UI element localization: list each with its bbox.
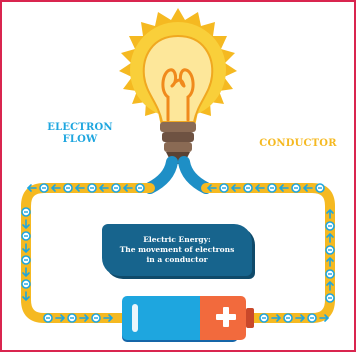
- electron-icon: [91, 313, 101, 323]
- battery-icon: [122, 296, 254, 342]
- plus-icon: [216, 307, 236, 327]
- arrow-icon: [271, 314, 282, 322]
- arrow-icon: [98, 184, 109, 192]
- electron-icon: [21, 255, 31, 265]
- electron-icon: [21, 231, 31, 241]
- arrow-icon: [326, 280, 334, 291]
- bulb-filament: [161, 68, 195, 122]
- info-box: Electric Energy: The movement of electro…: [102, 224, 252, 276]
- electron-icon: [63, 183, 73, 193]
- arrow-icon: [326, 208, 334, 219]
- bulb-wire-right: [178, 156, 212, 194]
- electron-icon: [219, 183, 229, 193]
- electron-icon: [243, 183, 253, 193]
- arrow-icon: [326, 232, 334, 243]
- arrow-icon: [206, 184, 217, 192]
- bulb-wire-left: [144, 156, 178, 194]
- bulb-base-mid: [162, 132, 194, 142]
- info-box-line3: in a conductor: [146, 255, 208, 264]
- electron-icon: [43, 313, 53, 323]
- arrow-icon: [79, 314, 90, 322]
- arrow-icon: [326, 256, 334, 267]
- info-box-line2: The movement of electrons: [119, 245, 235, 254]
- battery-terminal: [246, 308, 254, 328]
- arrow-icon: [22, 267, 30, 278]
- arrow-icon: [278, 184, 289, 192]
- light-bulb-icon: [119, 8, 237, 164]
- arrow-icon: [22, 291, 30, 302]
- arrow-icon: [50, 184, 61, 192]
- battery-body-negative: [122, 296, 208, 340]
- electron-icon: [325, 293, 335, 303]
- electron-flow-label-line1: ELECTRON: [47, 122, 113, 133]
- arrow-icon: [122, 184, 133, 192]
- info-box-line1: Electric Energy:: [143, 235, 211, 244]
- arrow-icon: [295, 314, 306, 322]
- electron-icon: [307, 313, 317, 323]
- electron-icon: [325, 269, 335, 279]
- electron-icon: [291, 183, 301, 193]
- electron-icon: [135, 183, 145, 193]
- conductor-label: CONDUCTOR: [259, 138, 337, 149]
- electron-icon: [283, 313, 293, 323]
- electron-icon: [111, 183, 121, 193]
- arrow-icon: [22, 243, 30, 254]
- bulb-base-top: [160, 122, 196, 132]
- arrow-icon: [74, 184, 85, 192]
- arrow-icon: [319, 314, 330, 322]
- electron-icon: [259, 313, 269, 323]
- arrow-icon: [230, 184, 241, 192]
- arrow-icon: [22, 219, 30, 230]
- electron-flow-label: ELECTRON FLOW: [30, 122, 130, 146]
- electron-icon: [325, 221, 335, 231]
- electron-icon: [315, 183, 325, 193]
- bulb-base-lower: [164, 142, 192, 152]
- electron-icon: [39, 183, 49, 193]
- electron-icon: [21, 279, 31, 289]
- arrow-icon: [103, 314, 114, 322]
- arrow-icon: [26, 184, 37, 192]
- electron-icon: [87, 183, 97, 193]
- electron-icon: [67, 313, 77, 323]
- electron-icon: [267, 183, 277, 193]
- battery-seam: [200, 296, 210, 340]
- circuit-diagram: [21, 8, 335, 342]
- electron-icon: [21, 207, 31, 217]
- arrow-icon: [55, 314, 66, 322]
- electron-group: [21, 183, 335, 323]
- battery-shine: [132, 304, 138, 332]
- electron-icon: [325, 245, 335, 255]
- arrow-icon: [254, 184, 265, 192]
- arrow-icon: [302, 184, 313, 192]
- electron-flow-label-line2: FLOW: [62, 134, 98, 145]
